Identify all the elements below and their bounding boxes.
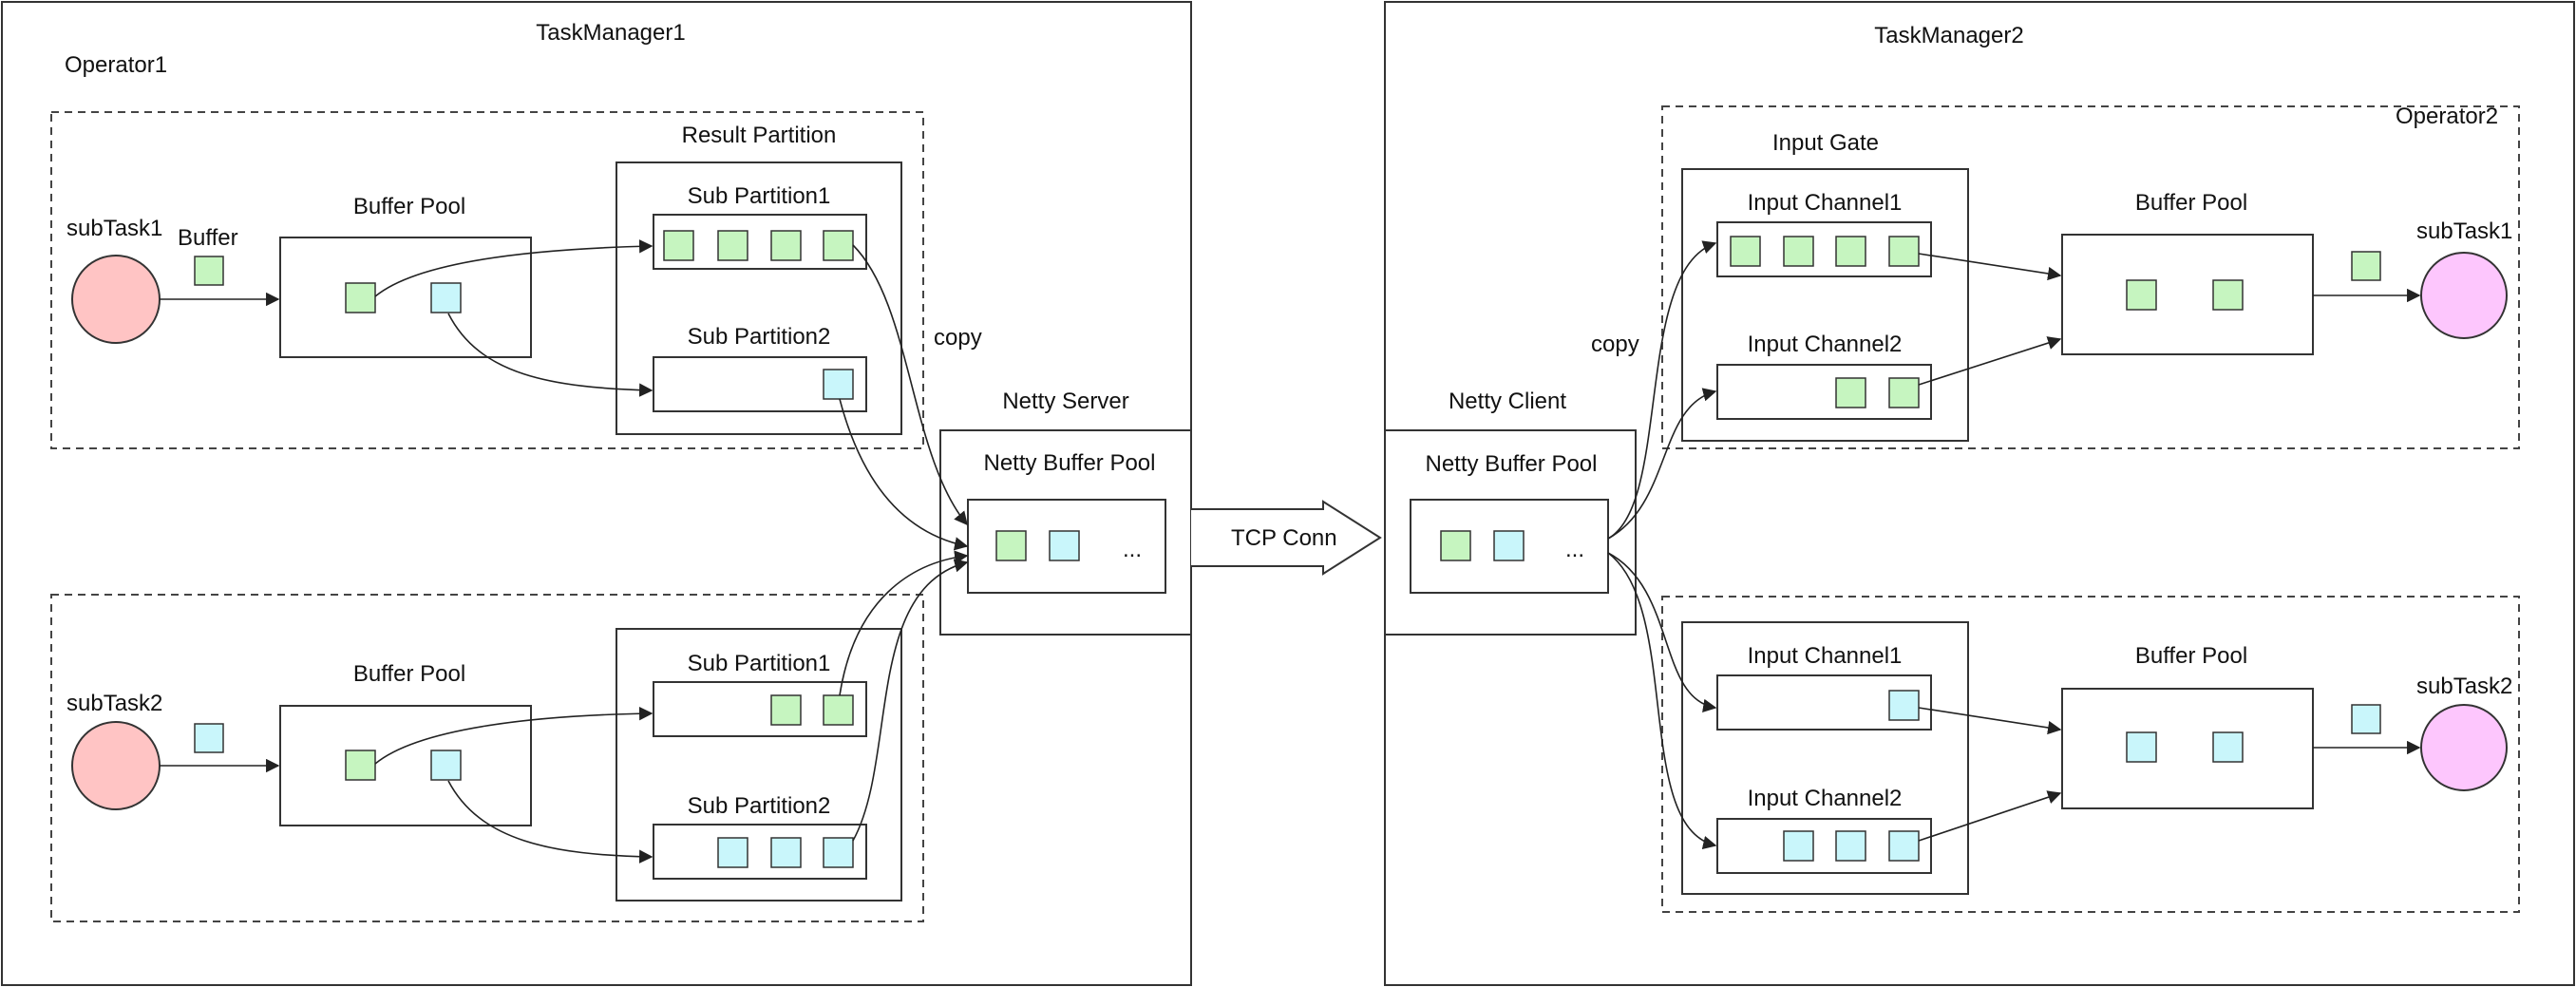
tcp-conn-arrow [1191,500,1382,576]
input-channel2-g1-label: Input Channel2 [1748,332,1903,357]
operator1-group1-dashed-box [50,111,924,449]
taskmanager2-title: TaskManager2 [1874,23,2023,48]
ic1g1-buffer-green-1 [1730,236,1761,267]
pool2-buffer-green [345,750,376,781]
arrow-sp2g2-to-netty [852,559,969,842]
nc-buffer-cyan [1493,530,1525,561]
arrow-netty-to-ic2g1 [1607,388,1717,540]
ic1g1-buffer-green-4 [1888,236,1920,267]
nc-buffer-green [1440,530,1471,561]
sp1g1-buffer-green-1 [663,230,694,261]
arrow-netty-to-ic1g2 [1607,552,1717,712]
tm2-loose-buffer-cyan [2351,704,2381,734]
ic1g1-buffer-green-2 [1783,236,1814,267]
tm2pool1-buffer-green-2 [2212,279,2244,311]
subtask1-consumer-label: subTask1 [2416,218,2512,244]
subtask2-producer-node [71,721,161,810]
ic2g2-buffer-cyan-2 [1835,830,1866,862]
buffer-pool-2-box [279,705,532,826]
loose-buffer-green [194,256,224,286]
sp1g1-buffer-green-4 [823,230,854,261]
sub-partition2-g2-label: Sub Partition2 [688,793,831,819]
input-channel1-g2-label: Input Channel1 [1748,643,1903,669]
arrow-pool2-cyan-to-subpartition2 [447,780,653,864]
sub-partition1-g1-label: Sub Partition1 [688,183,831,209]
arrow-sp2g1-to-netty [839,398,969,551]
arrow-ic2g2-to-pool [1918,790,2062,842]
tm2pool1-buffer-green-1 [2126,279,2157,311]
copy-label-tm1: copy [934,325,982,351]
buffer-pool-1-box [279,237,532,358]
ic2g2-buffer-cyan-3 [1888,830,1920,862]
ns-buffer-cyan [1049,530,1080,561]
sp2g2-buffer-cyan-1 [717,837,748,868]
sp1g2-buffer-green-2 [823,694,854,726]
tm2pool2-buffer-cyan-1 [2126,731,2157,763]
ic2g1-buffer-green-2 [1888,377,1920,408]
ns-ellipsis: ... [1123,537,1142,562]
arrow-ic2g1-to-pool [1918,336,2062,386]
arrow-ic1g1-to-pool [1918,253,2062,281]
sp1g1-buffer-green-2 [717,230,748,261]
tm2-buffer-pool-1-box [2061,234,2314,355]
sub-partition2-g1-label: Sub Partition2 [688,324,831,350]
operator2-group1-dashed-box [1661,105,2520,449]
operator1-group2-dashed-box [50,594,924,922]
netty-client-pool-label: Netty Buffer Pool [1426,451,1598,477]
arrow-pool1-cyan-to-subpartition2 [447,313,653,397]
sp1g2-buffer-green-1 [770,694,802,726]
result-partition-label: Result Partition [682,123,837,148]
ic1g1-buffer-green-3 [1835,236,1866,267]
nc-ellipsis: ... [1565,537,1584,562]
loose-buffer-cyan [194,723,224,753]
tm2-loose-buffer-green [2351,251,2381,281]
input-channel2-g2-label: Input Channel2 [1748,786,1903,811]
subtask2-producer-label: subTask2 [66,691,162,716]
tcp-conn-label: TCP Conn [1231,525,1337,551]
tm2pool2-buffer-cyan-2 [2212,731,2244,763]
tm2-buffer-pool-2-label: Buffer Pool [2135,643,2247,669]
arrow-ic1g2-to-pool [1918,707,2062,735]
subtask1-producer-label: subTask1 [66,216,162,241]
sub-partition1-g2-label: Sub Partition1 [688,651,831,676]
operator2-label: Operator2 [2396,104,2498,129]
ns-buffer-green [995,530,1027,561]
input-channel1-g1-label: Input Channel1 [1748,190,1903,216]
pool1-buffer-green [345,282,376,313]
netty-server-pool-label: Netty Buffer Pool [984,450,1156,476]
sp2g2-buffer-cyan-3 [823,837,854,868]
ic2g2-buffer-cyan-1 [1783,830,1814,862]
netty-server-label: Netty Server [1002,389,1128,414]
tm2-buffer-pool-1-label: Buffer Pool [2135,190,2247,216]
subtask2-consumer-label: subTask2 [2416,674,2512,699]
ic2g1-buffer-green-1 [1835,377,1866,408]
operator2-group2-dashed-box [1661,596,2520,913]
arrow-netty-to-ic1g1 [1607,240,1717,540]
buffer-pool-1-label: Buffer Pool [353,194,465,219]
tm2-buffer-pool-2-box [2061,688,2314,809]
ic1g2-buffer-cyan [1888,690,1920,721]
pool1-buffer-cyan [430,282,462,313]
sp2g2-buffer-cyan-2 [770,837,802,868]
arrow-pool1-green-to-subpartition1 [374,239,653,297]
arrow-pool2-green-to-subpartition1 [374,707,653,765]
sp1g1-buffer-green-3 [770,230,802,261]
input-gate-label: Input Gate [1772,130,1879,156]
subtask2-consumer-node [2420,704,2508,791]
netty-client-label: Netty Client [1449,389,1566,414]
copy-label-tm2: copy [1591,332,1639,357]
pool2-buffer-cyan [430,750,462,781]
arrow-netty-to-ic2g2 [1607,552,1717,850]
sp2g1-buffer-cyan [823,369,854,400]
arrow-sp1g2-to-netty [839,550,969,696]
buffer-pool-2-label: Buffer Pool [353,661,465,687]
taskmanager1-title: TaskManager1 [536,20,685,46]
operator1-label: Operator1 [65,52,167,78]
subtask1-producer-node [71,255,161,344]
buffer-label: Buffer [178,225,238,251]
subtask1-consumer-node [2420,252,2508,339]
arrow-sp1g1-to-netty [852,244,968,526]
